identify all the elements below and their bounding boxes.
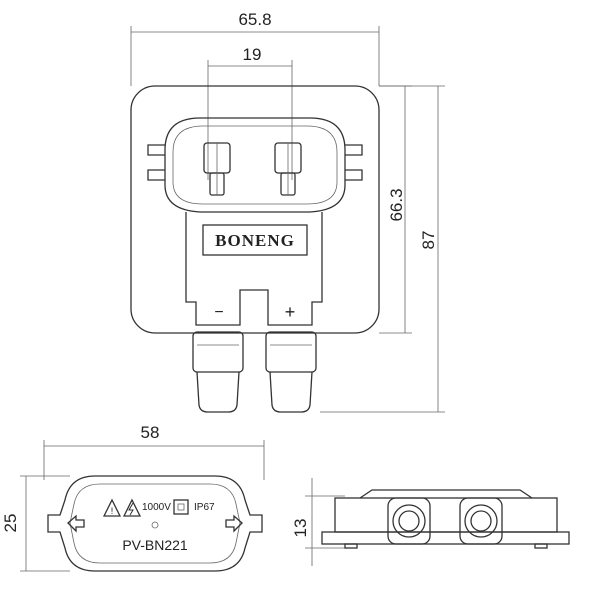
dim-bottom-height: 25 — [1, 514, 20, 533]
arrow-right-icon — [225, 514, 243, 533]
warning-icon: ! — [102, 498, 122, 517]
dim-top-width: 65.8 — [238, 10, 271, 29]
dim-body-height: 66.3 — [387, 188, 406, 221]
cable-left — [192, 331, 244, 413]
minus-sign: − — [214, 304, 223, 321]
high-voltage-icon — [122, 498, 142, 517]
ip-rating-label: IP67 — [194, 502, 215, 513]
dim-total-height: 87 — [419, 231, 438, 250]
voltage-label: 1000V — [142, 502, 171, 513]
double-insulation-icon — [173, 499, 189, 515]
brand-plate — [202, 224, 308, 256]
junction-box-body — [130, 85, 380, 334]
pin-right — [274, 142, 302, 196]
plus-sign: + — [285, 302, 296, 322]
brand-label: BONENG — [215, 231, 295, 250]
dim-bottom-width: 58 — [141, 423, 160, 442]
center-dot — [151, 521, 159, 529]
dim-side-height: 13 — [291, 519, 310, 538]
cable-right — [265, 331, 317, 413]
pin-left — [203, 142, 231, 196]
model-label: PV-BN221 — [122, 537, 188, 553]
arrow-left-icon — [67, 514, 85, 533]
side-port-left — [387, 497, 431, 545]
side-port-right — [459, 497, 503, 545]
side-view-body — [321, 489, 570, 549]
bottom-view-body — [47, 475, 263, 572]
dim-pin-spacing: 19 — [243, 45, 262, 64]
svg-text:!: ! — [111, 506, 114, 516]
connector-housing-outer — [164, 117, 346, 213]
body-neck — [185, 212, 323, 326]
